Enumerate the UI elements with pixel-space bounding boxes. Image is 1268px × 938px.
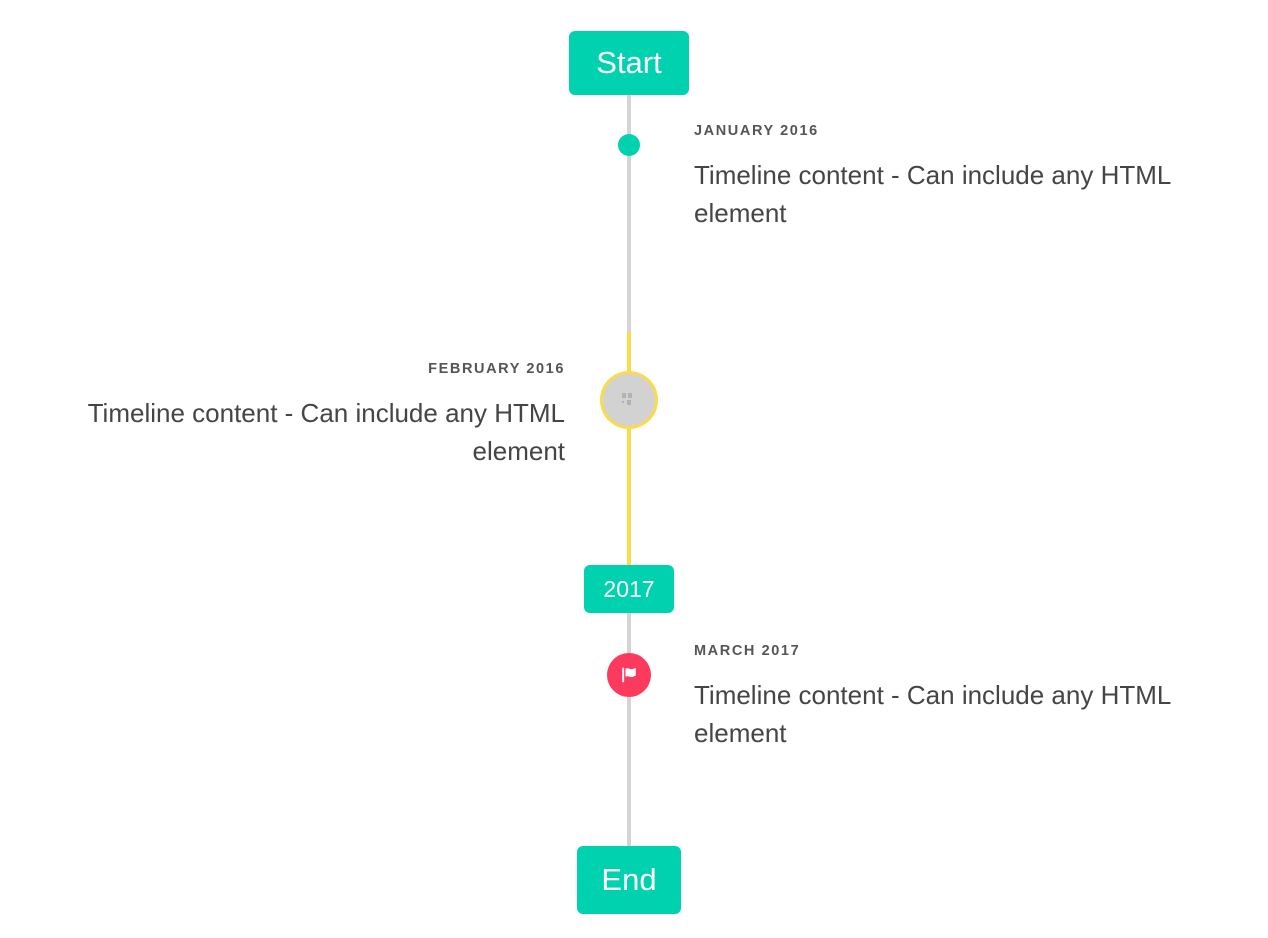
timeline-rail-top — [627, 88, 631, 334]
timeline-end-badge[interactable]: End — [577, 846, 681, 914]
timeline-event-content: MARCH 2017 Timeline content - Can includ… — [694, 643, 1219, 753]
timeline-event-label: FEBRUARY 2016 — [428, 361, 565, 377]
teal-dot-icon[interactable] — [618, 134, 640, 156]
timeline-event-label: MARCH 2017 — [694, 643, 801, 659]
timeline-rail-highlight — [627, 332, 631, 568]
flag-icon — [622, 667, 636, 683]
timeline-marker-flag-circle[interactable] — [607, 653, 651, 697]
timeline-event-content: JANUARY 2016 Timeline content - Can incl… — [694, 123, 1219, 233]
timeline-start-badge[interactable]: Start — [569, 31, 689, 95]
broken-image-icon — [622, 393, 632, 405]
timeline-rail-bottom — [627, 610, 631, 850]
timeline-year-badge[interactable]: 2017 — [584, 565, 674, 613]
timeline-event-body: Timeline content - Can include any HTML … — [694, 159, 1171, 229]
timeline-event-body: Timeline content - Can include any HTML … — [87, 397, 565, 467]
timeline-marker-circle[interactable] — [600, 371, 658, 429]
timeline-event-body: Timeline content - Can include any HTML … — [694, 679, 1171, 749]
timeline-event-label: JANUARY 2016 — [694, 123, 819, 139]
timeline-event-content: FEBRUARY 2016 Timeline content - Can inc… — [40, 361, 565, 471]
